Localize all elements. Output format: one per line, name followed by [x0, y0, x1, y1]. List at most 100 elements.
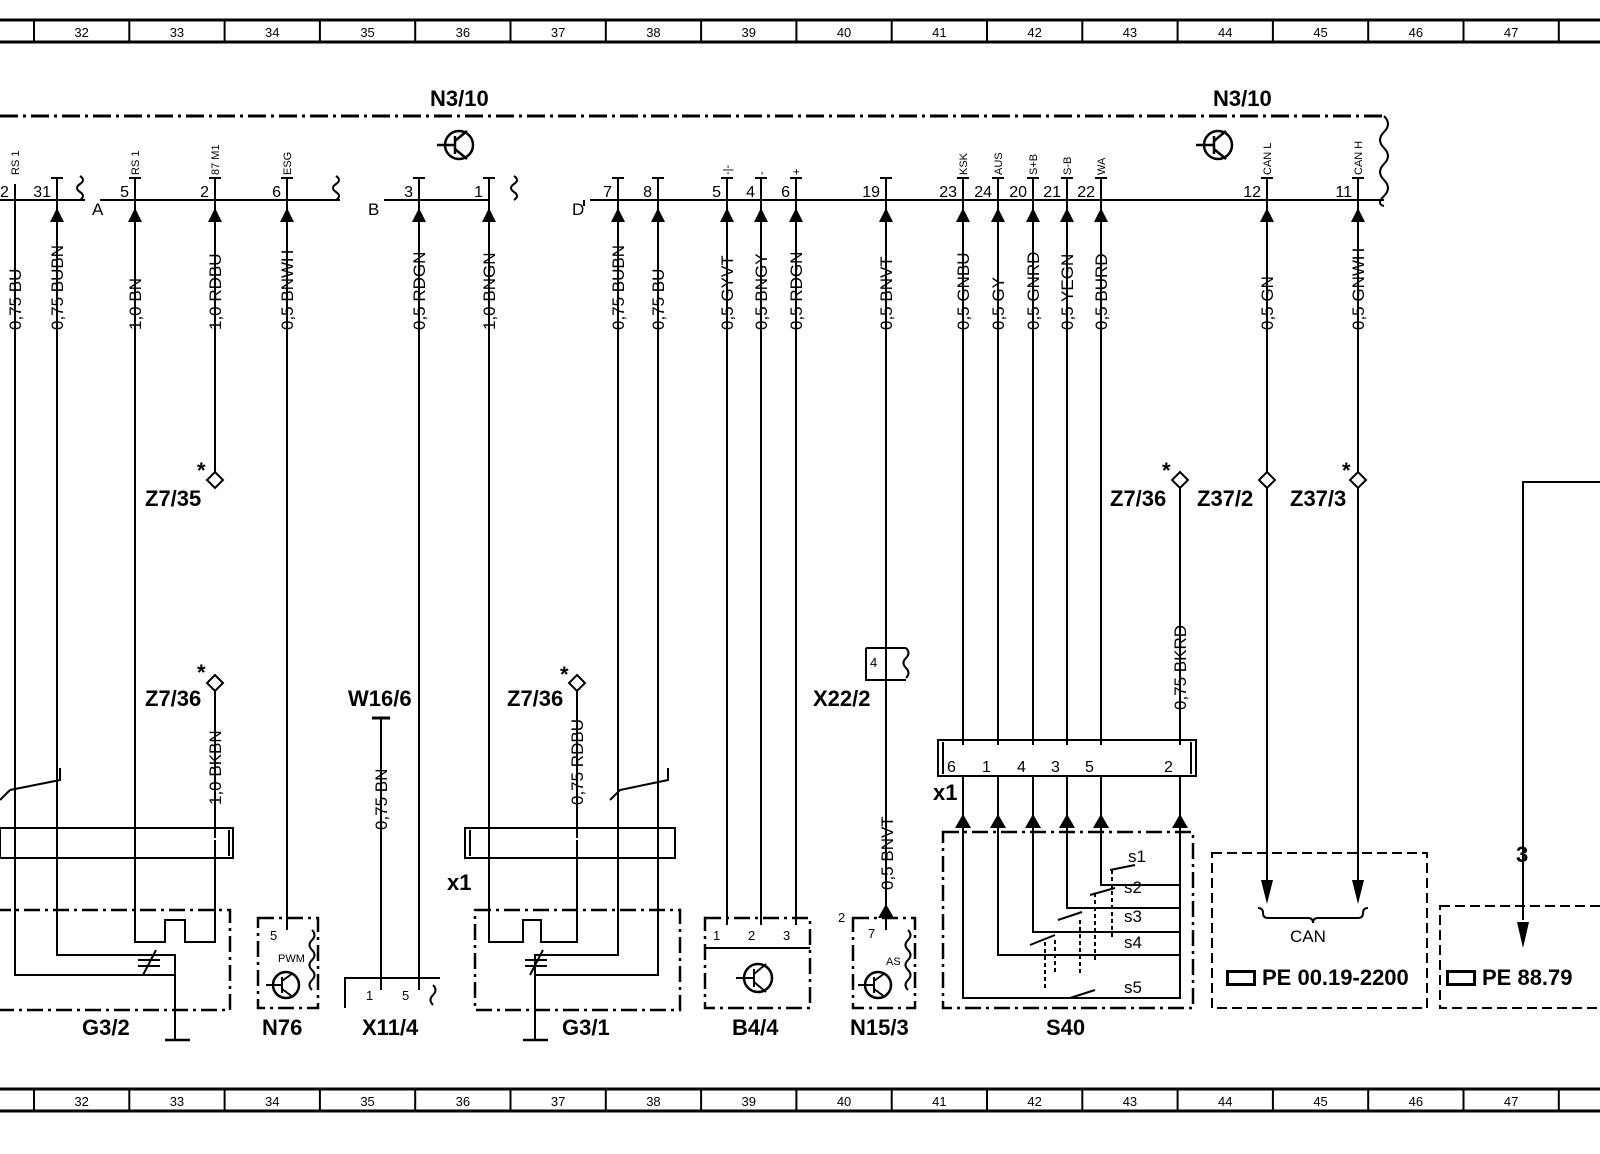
grid-cell-label: 38 — [646, 1094, 660, 1109]
svg-text:11: 11 — [1335, 184, 1352, 201]
grid-cell-label: 42 — [1027, 25, 1041, 40]
grid-cell-label: 47 — [1504, 25, 1518, 40]
svg-text:87 M1: 87 M1 — [210, 144, 222, 175]
svg-text:s4: s4 — [1124, 933, 1142, 952]
svg-text:6: 6 — [272, 184, 281, 201]
svg-text:AS: AS — [886, 956, 901, 968]
svg-text:0,5 GNRD: 0,5 GNRD — [1024, 252, 1043, 330]
svg-text:1: 1 — [474, 184, 483, 201]
grid-cell-label: 34 — [265, 1094, 279, 1109]
svg-text:22: 22 — [1077, 184, 1095, 201]
svg-text:0,75 BKRD: 0,75 BKRD — [1171, 625, 1190, 710]
grid-cell-label: 43 — [1123, 25, 1137, 40]
svg-text:0,75 BU: 0,75 BU — [649, 269, 668, 330]
ground-w16-6: W16/6 — [348, 686, 412, 711]
svg-text:PWM: PWM — [278, 953, 305, 965]
svg-text:19: 19 — [862, 184, 880, 201]
grid-cell-label: 44 — [1218, 1094, 1232, 1109]
svg-text:4: 4 — [746, 184, 755, 201]
svg-text:CAN L: CAN L — [1262, 143, 1274, 175]
svg-text:CAN H: CAN H — [1353, 141, 1365, 175]
grid-cell-label: 34 — [265, 25, 279, 40]
connector-x1: x1 — [447, 870, 471, 895]
connector-x1-s40: x1 — [933, 780, 957, 805]
svg-text:0,75 RDBU: 0,75 RDBU — [568, 719, 587, 805]
svg-text:0,5 BNGY: 0,5 BNGY — [752, 253, 771, 330]
svg-text:1: 1 — [366, 988, 373, 1003]
left-edge-pin: 2 RS 1 0,75 BU — [0, 151, 25, 840]
variable-capacitor-icon — [525, 949, 547, 976]
pin-pd5: 5-|-0,5 GYVT — [712, 164, 737, 925]
svg-text:5: 5 — [1085, 759, 1094, 776]
grid-cell-label: 43 — [1123, 1094, 1137, 1109]
svg-text:21: 21 — [1043, 184, 1061, 201]
svg-text:0,75 BU: 0,75 BU — [6, 269, 25, 330]
svg-text:-: - — [756, 171, 768, 175]
svg-text:1: 1 — [982, 759, 991, 776]
grid-cell-label: 40 — [837, 25, 851, 40]
grid-cell-label: 32 — [74, 25, 88, 40]
svg-text:*: * — [1162, 458, 1171, 483]
grid-cell-label: 39 — [742, 1094, 756, 1109]
grid-cell-label: 36 — [456, 1094, 470, 1109]
grid-cell-label: 37 — [551, 1094, 565, 1109]
svg-text:5: 5 — [712, 184, 721, 201]
reference-hand-icon — [1446, 970, 1476, 986]
svg-text:3: 3 — [404, 184, 413, 201]
svg-text:S-B: S-B — [1062, 157, 1074, 175]
module-name: N3/10 — [430, 86, 489, 111]
pin-p31: 310,75 BUBN — [33, 177, 67, 840]
right-reference[interactable]: PE 88.79 — [1482, 965, 1573, 990]
pin-pd7: 70,75 BUBN — [603, 177, 628, 840]
splice-z7-36-c: Z7/36 — [1110, 486, 1166, 511]
svg-text:1,0 BN: 1,0 BN — [126, 278, 145, 330]
svg-text:0,75 BN: 0,75 BN — [372, 769, 391, 830]
svg-text:+: + — [791, 169, 803, 175]
pin-pd19: 190,5 BNVT — [862, 177, 896, 648]
can-reference[interactable]: PE 00.19-2200 — [1262, 965, 1409, 990]
grid-cell-label: 45 — [1313, 25, 1327, 40]
svg-text:s5: s5 — [1124, 978, 1142, 997]
svg-text:3: 3 — [783, 928, 790, 943]
grid-cell-label: 38 — [646, 25, 660, 40]
grid-cell-label: 35 — [360, 25, 374, 40]
pin-pd8: 80,75 BU — [643, 177, 668, 840]
svg-text:s3: s3 — [1124, 907, 1142, 926]
grid-cell-label: 32 — [74, 1094, 88, 1109]
pin-pd4: 4 - 0,5 BNGY — [746, 171, 771, 925]
grid-cell-label: 36 — [456, 25, 470, 40]
sensor-g3-2: G3/2 — [82, 1015, 130, 1040]
svg-text:7: 7 — [868, 926, 875, 941]
splice-z7-35: Z7/35 — [145, 486, 201, 511]
svg-text:6: 6 — [781, 184, 790, 201]
connector-d-label: D — [572, 200, 584, 219]
lower-components: Z7/35 Z7/36 Z7/36 Z7/36 Z37/2 Z37/3 * * … — [0, 205, 1600, 1042]
svg-text:s2: s2 — [1124, 878, 1142, 897]
svg-text:*: * — [560, 662, 569, 687]
svg-text:0,5 YEGN: 0,5 YEGN — [1058, 254, 1077, 330]
svg-text:2: 2 — [838, 910, 845, 925]
transistor-icon — [858, 970, 893, 1000]
pin-pd20: 20S+B0,5 GNRD — [1009, 154, 1043, 745]
grid-cell-label: 41 — [932, 1094, 946, 1109]
svg-text:1,0 BKBN: 1,0 BKBN — [206, 730, 225, 805]
svg-text:2: 2 — [0, 184, 9, 201]
svg-text:4: 4 — [870, 655, 877, 670]
transistor-icon — [437, 129, 475, 161]
connector-b-label: B — [368, 200, 379, 219]
grid-cell-label: 46 — [1409, 25, 1423, 40]
grid-cell-label: 37 — [551, 25, 565, 40]
svg-text:RS 1: RS 1 — [130, 151, 142, 175]
pin-pb3: 30,5 RDGN — [404, 177, 429, 990]
grid-cell-label: 45 — [1313, 1094, 1327, 1109]
pin-pd21: 21S-B 0,5 YEGN — [1043, 157, 1077, 745]
svg-text:1: 1 — [713, 928, 720, 943]
variable-capacitor-icon — [138, 949, 160, 976]
pin-pa5: 5RS 11,0 BN — [120, 151, 145, 840]
svg-text:0,5 BURD: 0,5 BURD — [1092, 253, 1111, 330]
pin-pb1: 11,0 BNGN — [474, 177, 499, 840]
